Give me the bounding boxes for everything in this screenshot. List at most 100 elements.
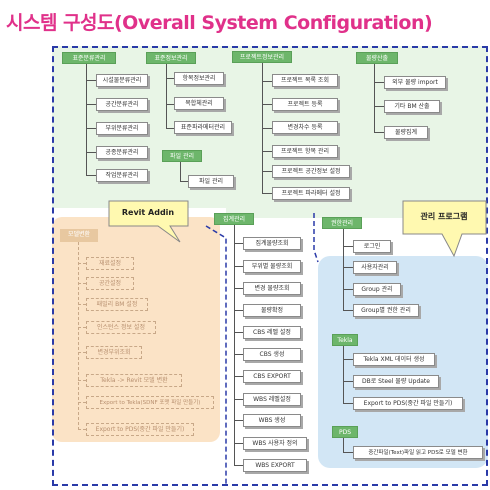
connector-line <box>234 225 235 466</box>
connector-line <box>78 283 86 284</box>
menu-item[interactable]: 항목정보관리 <box>174 72 224 85</box>
menu-item[interactable]: 변경 물량조회 <box>243 282 301 295</box>
connector-line <box>234 399 243 400</box>
connector-line <box>78 429 86 430</box>
menu-item[interactable]: 프로젝트 파라메터 설정 <box>272 187 350 200</box>
menu-item[interactable]: 표준파라메터관리 <box>174 121 232 134</box>
connector-line <box>343 229 344 311</box>
menu-item[interactable]: Group 관리 <box>353 283 401 296</box>
connector-line <box>262 193 272 194</box>
connector-line <box>234 288 243 289</box>
menu-item[interactable]: Export to Tekla(SDNF 포맷 파일 만들기) <box>86 396 214 409</box>
menu-item[interactable]: 공간분류관리 <box>96 98 148 111</box>
connector-line <box>78 263 86 264</box>
menu-item[interactable]: 복합체관리 <box>174 97 224 110</box>
connector-line <box>180 162 181 182</box>
menu-item[interactable]: 외부 물량 import <box>384 76 446 89</box>
menu-item[interactable]: CBS EXPORT <box>243 370 301 383</box>
menu-item[interactable]: Group별 권한 관리 <box>353 304 419 317</box>
connector-line <box>86 80 96 81</box>
connector-line <box>86 104 96 105</box>
menu-item[interactable]: 공종분류관리 <box>96 146 148 159</box>
menu-item[interactable]: 인스턴스 정보 설정 <box>86 321 156 334</box>
menu-item[interactable]: 프로젝트 항목 관리 <box>272 145 338 158</box>
connector-line <box>374 82 384 83</box>
menu-item[interactable]: DB로 Steel 물량 Update <box>353 375 439 388</box>
admin-program-callout: 관리 프로그램 <box>402 200 487 258</box>
connector-line <box>166 128 174 129</box>
revit-addin-zone <box>52 217 220 442</box>
group-header-tekla: Tekla <box>332 334 358 346</box>
menu-item[interactable]: 프로젝트 등록 <box>272 98 338 111</box>
group-header-standard-info: 표준정보관리 <box>146 52 196 64</box>
connector-line <box>234 266 243 267</box>
connector-line <box>343 310 353 311</box>
group-header-project-info: 프로젝트정보관리 <box>232 51 292 63</box>
group-header-permission: 권한관리 <box>322 217 362 229</box>
group-header-standard-classification: 표준분류관리 <box>62 52 116 64</box>
menu-item[interactable]: WBS 레벨설정 <box>243 393 301 406</box>
menu-item[interactable]: 작업분류관리 <box>96 169 148 182</box>
connector-line <box>343 403 353 404</box>
menu-item[interactable]: 로그인 <box>353 240 391 253</box>
menu-item[interactable]: 사용자관리 <box>353 261 397 274</box>
menu-item[interactable]: Tekla XML 데이터 생성 <box>353 353 435 366</box>
connector-line <box>262 128 272 129</box>
connector-line <box>234 465 243 466</box>
group-header-quantity: 물량산출 <box>356 52 398 64</box>
menu-item[interactable]: 공간설정 <box>86 277 134 290</box>
menu-item[interactable]: Export to PDS(중간 파일 만들기) <box>353 397 463 410</box>
connector-line <box>262 81 272 82</box>
system-boundary <box>52 46 488 486</box>
menu-item[interactable]: 기타 BM 산출 <box>384 100 440 113</box>
menu-item[interactable]: Tekla -> Revit 모델 변환 <box>86 374 182 387</box>
menu-item[interactable]: 부위별 물량조회 <box>243 260 301 273</box>
group-header-file: 파일 관리 <box>162 150 202 162</box>
connector-line <box>262 151 272 152</box>
connector-line <box>343 452 353 453</box>
connector-line <box>343 346 344 404</box>
revit-addin-callout-label: Revit Addin <box>122 208 175 217</box>
menu-item[interactable]: 변경차수 등록 <box>272 121 338 134</box>
menu-item[interactable]: WBS 생성 <box>243 414 301 427</box>
connector-line <box>78 304 86 305</box>
connector-line <box>234 376 243 377</box>
menu-item[interactable]: WBS EXPORT <box>243 459 307 472</box>
menu-item[interactable]: CBS 생성 <box>243 348 301 361</box>
menu-item[interactable]: Export to PDS(중간 파일 만들기) <box>86 423 194 436</box>
connector-line <box>234 443 243 444</box>
menu-item[interactable]: 집계물량조회 <box>243 237 301 250</box>
admin-program-callout-label: 관리 프로그램 <box>421 211 468 221</box>
connector-line <box>86 175 96 176</box>
menu-item[interactable]: 시설물분류관리 <box>96 74 148 87</box>
connector-line <box>262 104 272 105</box>
connector-line <box>234 310 243 311</box>
menu-item[interactable]: 중간파일(Text)파일 읽고 PDS로 모델 변환 <box>353 446 483 459</box>
connector-line <box>343 359 353 360</box>
connector-line <box>166 104 174 105</box>
revit-addin-callout: Revit Addin <box>108 200 189 243</box>
menu-item[interactable]: 부위분류관리 <box>96 122 148 135</box>
menu-item[interactable]: 물량확정 <box>243 304 301 317</box>
menu-item[interactable]: 프로젝트 목록 조회 <box>272 74 338 87</box>
menu-item[interactable]: 패밀리 BM 설정 <box>86 298 148 311</box>
connector-line <box>78 242 79 430</box>
menu-item[interactable]: WBS 사용자 정의 <box>243 437 307 450</box>
connector-line <box>78 380 86 381</box>
connector-line <box>78 402 86 403</box>
page-title: 시스템 구성도(Overall System Configuration) <box>6 12 433 34</box>
menu-item[interactable]: CBS 레벨 설정 <box>243 326 301 339</box>
connector-line <box>343 246 353 247</box>
menu-item[interactable]: 물량집계 <box>384 126 428 139</box>
menu-item[interactable]: 재료설정 <box>86 257 134 270</box>
connector-line <box>343 438 344 453</box>
connector-line <box>234 420 243 421</box>
connector-line <box>374 64 375 133</box>
connector-line <box>374 132 384 133</box>
menu-item[interactable]: 프로젝트 공간정보 설정 <box>272 165 350 178</box>
connector-line <box>86 152 96 153</box>
menu-item[interactable]: 변경부위조회 <box>86 346 142 359</box>
connector-line <box>343 267 353 268</box>
connector-line <box>78 352 86 353</box>
menu-item[interactable]: 파일 관리 <box>188 175 234 188</box>
